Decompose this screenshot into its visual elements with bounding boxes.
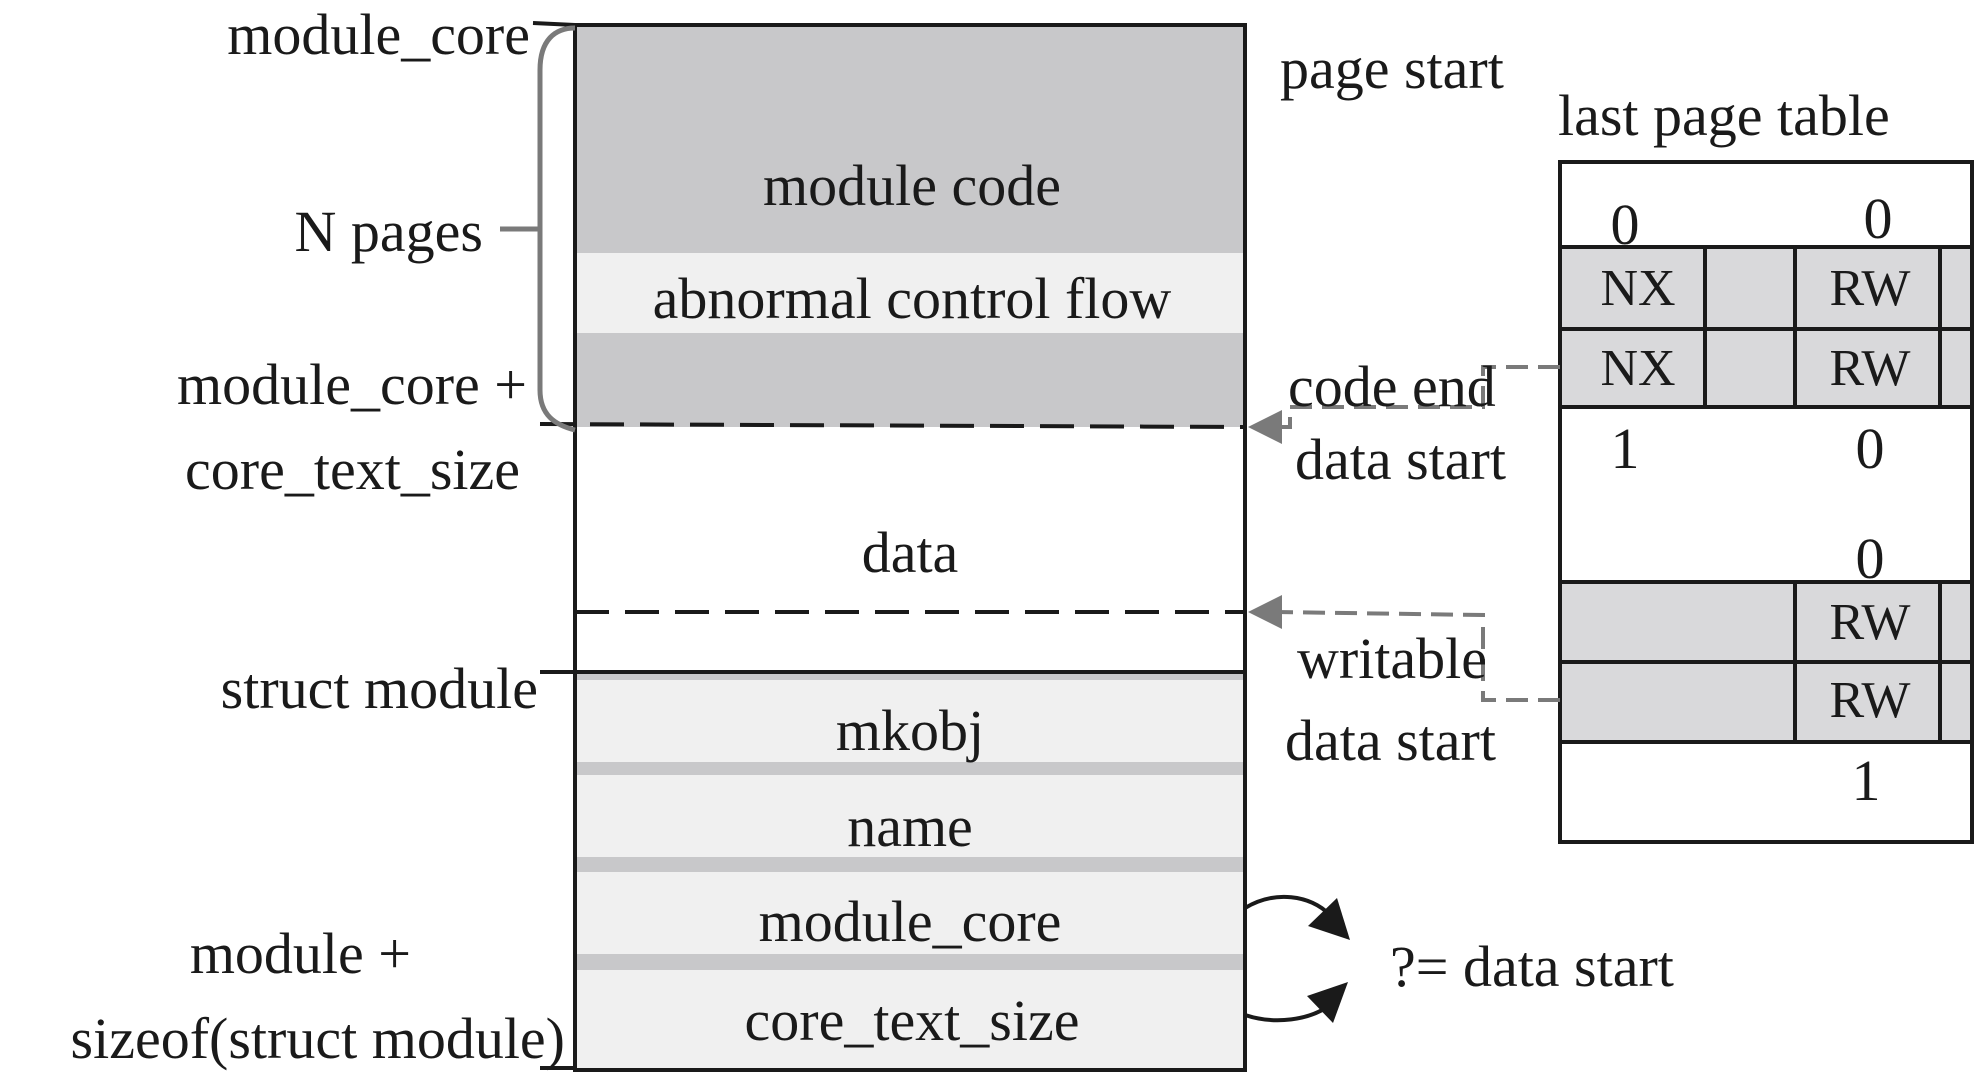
label-struct-module: struct module	[220, 656, 538, 721]
pt-row2-nx: NX	[1600, 340, 1676, 397]
field-separator	[575, 762, 1245, 775]
page-table-outline	[1558, 160, 1974, 844]
label-module-core: module_core	[227, 2, 530, 67]
label-page-start: page start	[1280, 36, 1504, 101]
compare-arrow-lower	[1244, 1003, 1332, 1023]
label-writable: writable	[1297, 626, 1488, 691]
label-n-pages: N pages	[294, 199, 483, 264]
label-core-plus-line1: module_core +	[177, 352, 527, 417]
pt-bottom-col2: 1	[1851, 748, 1881, 813]
pt-row1-rw: RW	[1829, 260, 1911, 317]
code-end-arrowhead	[1248, 410, 1282, 444]
label-module-plus-line2: sizeof(struct module)	[70, 1006, 565, 1071]
pt-row2-rw: RW	[1829, 340, 1911, 397]
field-band-core-text-size	[575, 970, 1245, 1070]
field-band-name	[575, 775, 1245, 857]
label-compare: ?= data start	[1390, 934, 1674, 999]
pt-mid2-col2: 0	[1855, 526, 1885, 591]
label-data-start: data start	[1295, 427, 1506, 492]
writable-arrowhead	[1248, 595, 1282, 629]
field-band-mkobj	[575, 680, 1245, 762]
pt-top-col1: 0	[1610, 192, 1640, 257]
memory-block-outline	[573, 23, 1247, 1072]
label-core-plus-line2: core_text_size	[185, 437, 520, 502]
abnormal-band	[575, 253, 1245, 333]
pt-row4-rw: RW	[1829, 672, 1911, 729]
module-core-tick	[532, 21, 576, 27]
code-region	[575, 25, 1245, 427]
pt-row3-rw: RW	[1829, 594, 1911, 651]
pt-row-nx-1	[1558, 245, 1974, 331]
label-writable-data-start: data start	[1285, 708, 1496, 773]
pt-mid-col1: 1	[1610, 416, 1640, 481]
page-table-title: last page table	[1558, 83, 1890, 148]
label-field-name: name	[847, 794, 973, 859]
pt-row-rw-2	[1558, 660, 1974, 744]
code-end-pointer	[1275, 365, 1560, 429]
label-field-mkobj: mkobj	[835, 698, 985, 763]
field-separator	[575, 857, 1245, 872]
label-field-core-text-size: core_text_size	[744, 988, 1080, 1053]
label-module-code: module code	[763, 153, 1061, 218]
field-band-module-core	[575, 872, 1245, 954]
label-data: data	[861, 520, 959, 585]
writable-pointer	[1274, 610, 1560, 702]
compare-arrowhead-lower	[1307, 982, 1348, 1023]
compare-arrowhead-upper	[1308, 898, 1350, 940]
pt-mid-col2: 0	[1855, 416, 1885, 481]
label-module-plus-line1: module +	[189, 921, 411, 986]
field-separator	[575, 674, 1245, 680]
pt-row1-nx: NX	[1600, 260, 1676, 317]
code-end-dashed-line	[539, 422, 1246, 429]
label-abnormal-control-flow: abnormal control flow	[652, 266, 1172, 331]
n-pages-brace	[537, 25, 576, 433]
field-separator	[575, 954, 1245, 970]
pt-row-rw-1	[1558, 580, 1974, 664]
pt-top-col2: 0	[1863, 186, 1893, 251]
compare-arrow-upper	[1243, 894, 1332, 917]
label-field-module-core: module_core	[758, 889, 1062, 954]
label-code-end: code end	[1288, 354, 1496, 419]
